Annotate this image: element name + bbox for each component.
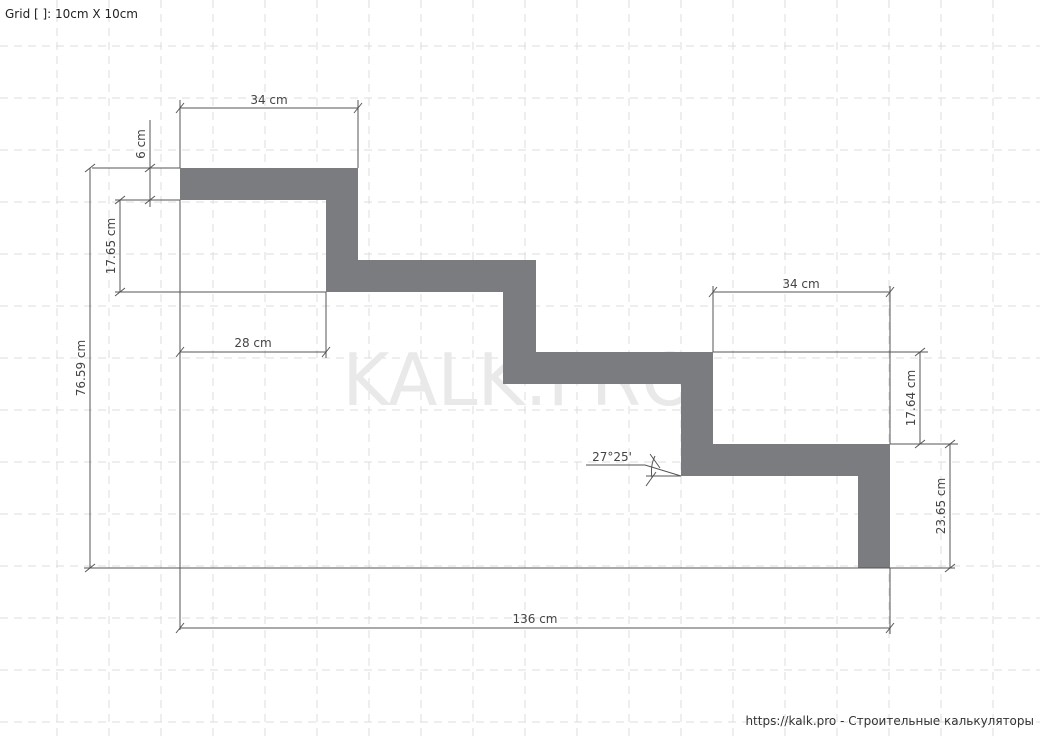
tick [175,346,185,358]
label-inner-tread: 28 cm [234,336,271,350]
tick [114,195,126,205]
angle-leader [644,464,682,477]
grid-scale-label: Grid [ ]: 10cm X 10cm [5,7,138,21]
tick [175,622,185,634]
tick [885,286,895,298]
tick [84,163,96,173]
label-top-tread: 34 cm [250,93,287,107]
label-angle: 27°25' [592,450,632,464]
tick [321,346,331,358]
tick [114,287,126,297]
label-total-height: 76.59 cm [74,340,88,396]
tick [914,347,926,357]
tick [649,453,661,469]
tick [885,622,895,634]
tick [914,439,926,449]
tick [144,163,156,173]
label-thickness: 6 cm [134,129,148,159]
tick [944,563,956,573]
tick [944,439,956,449]
stair-stringer [180,168,890,568]
label-right-tread: 34 cm [782,277,819,291]
label-total-length: 136 cm [512,612,557,626]
footer-credit: https://kalk.pro - Строительные калькуля… [745,714,1034,728]
tick [353,102,363,114]
label-right-riser: 17.64 cm [904,370,918,426]
tick [708,286,718,298]
label-bottom-leg: 23.65 cm [934,478,948,534]
angle-arc [650,455,656,479]
tick [175,102,185,114]
tick [645,471,657,487]
label-top-riser: 17.65 cm [104,218,118,274]
